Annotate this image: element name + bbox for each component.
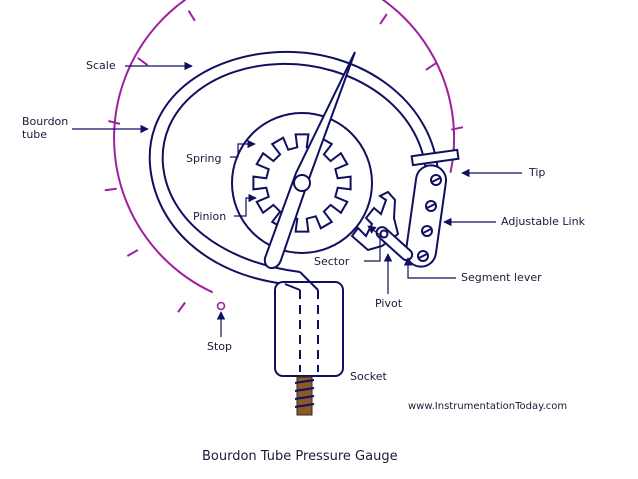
socket bbox=[274, 271, 344, 377]
scale-tick bbox=[451, 126, 464, 131]
label-spring: Spring bbox=[186, 152, 222, 165]
scale-tick bbox=[104, 187, 117, 192]
label-bourdon-line2: tube bbox=[22, 128, 47, 141]
credit-text: www.InstrumentationToday.com bbox=[408, 401, 567, 412]
diagram-caption: Bourdon Tube Pressure Gauge bbox=[202, 449, 398, 464]
bourdon-tube bbox=[148, 50, 439, 285]
label-segment-lever: Segment lever bbox=[461, 271, 542, 284]
scale-tick bbox=[126, 249, 139, 257]
tip-block bbox=[410, 148, 460, 167]
scale-tick bbox=[379, 13, 388, 25]
pointer-needle bbox=[263, 51, 356, 269]
label-pinion: Pinion bbox=[193, 210, 226, 223]
scale-tick bbox=[177, 301, 186, 313]
stop-pin bbox=[216, 301, 226, 311]
label-stop: Stop bbox=[207, 340, 232, 353]
scale-tick bbox=[425, 62, 437, 71]
label-bourdon-line1: Bourdon bbox=[22, 115, 68, 128]
leader-lines bbox=[72, 61, 522, 337]
label-adjustable-link: Adjustable Link bbox=[501, 215, 586, 228]
scale-tick bbox=[108, 120, 121, 125]
label-socket: Socket bbox=[350, 370, 388, 383]
adjustable-link bbox=[404, 164, 448, 268]
scale-tick bbox=[187, 10, 196, 22]
scale-arc bbox=[104, 0, 464, 313]
label-scale: Scale bbox=[86, 59, 116, 72]
scale-tick bbox=[137, 57, 149, 66]
label-sector: Sector bbox=[314, 255, 350, 268]
label-tip: Tip bbox=[528, 166, 545, 179]
socket-thread bbox=[294, 376, 315, 416]
label-pivot: Pivot bbox=[375, 297, 403, 310]
scale-ticks bbox=[104, 10, 464, 313]
